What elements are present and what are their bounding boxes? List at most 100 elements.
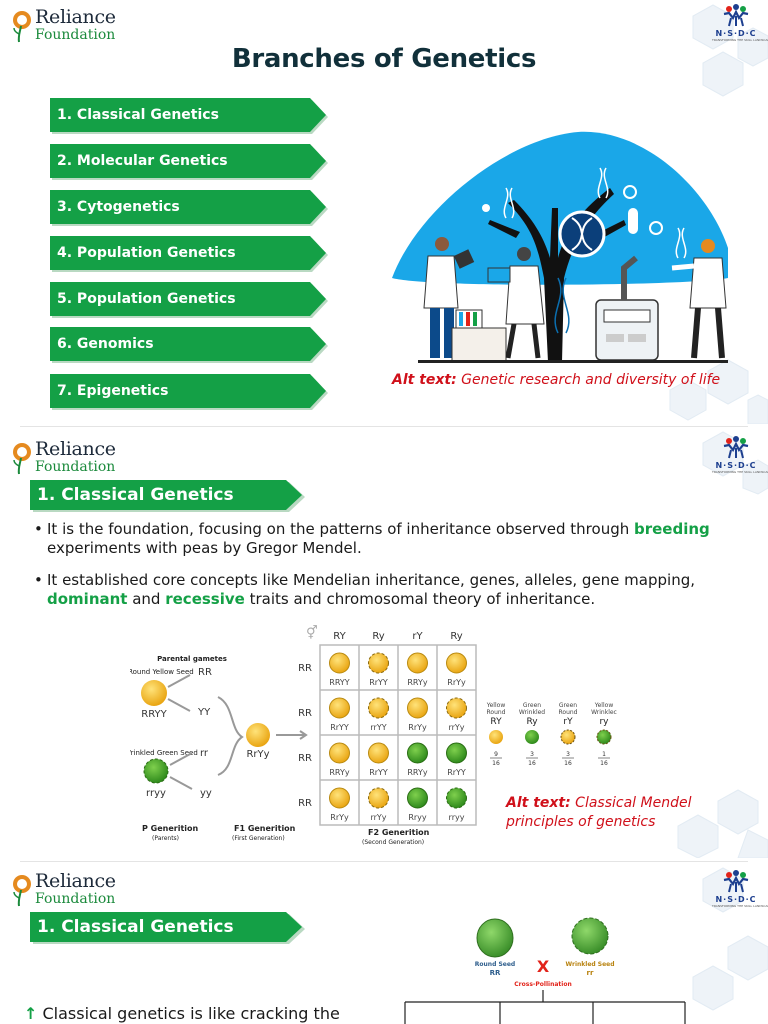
mendel-dihybrid-cross-diagram: Parental gametes Pure Round Yellow Seed …: [130, 625, 617, 846]
pure-green-label: Pure Wrinkled Green Seed: [130, 749, 198, 757]
round-seed-code: RR: [490, 969, 501, 977]
legend-ratio-denominator: 16: [528, 760, 536, 767]
round-seed-label: Round Seed: [475, 961, 515, 968]
brand-name-line1: Reliance: [35, 870, 116, 892]
punnett-cell-genotype: rryy: [449, 813, 465, 822]
intro-text: ↑ Classical genetics is like cracking th…: [24, 1004, 340, 1023]
cross-pollination-label: Cross-Pollination: [514, 981, 571, 988]
brand-name-line1: Reliance: [35, 6, 116, 28]
wrinkled-seed-icon: [571, 917, 609, 955]
legend-seed-icon: [489, 730, 503, 744]
nsdc-logo: N·S·D·C TRANSFORMING THE SKILL LANDSCAPE: [712, 870, 768, 914]
punnett-column-label: RY: [333, 631, 346, 642]
brand-name-line2: Foundation: [35, 459, 116, 475]
pea-seed-icon: [368, 652, 389, 674]
punnett-cell-genotype: RrYY: [369, 768, 388, 777]
gamete-label: RR: [198, 667, 212, 678]
keyword: breeding: [634, 520, 710, 538]
alt-text-label: Alt text:: [392, 372, 457, 388]
brand-name-line2: Foundation: [35, 891, 116, 907]
reliance-foundation-logo: Reliance Foundation: [10, 438, 120, 478]
branch-label: 4. Population Genetics: [50, 236, 326, 270]
punnett-row-label: RR: [298, 753, 312, 764]
punnett-cell-genotype: Rryy: [408, 813, 427, 822]
nsdc-tagline: TRANSFORMING THE SKILL LANDSCAPE: [712, 38, 768, 42]
alt-text-caption: Alt text: Genetic research and diversity…: [392, 372, 720, 388]
yellow-seed-icon: [141, 680, 167, 706]
reliance-foundation-logo: Reliance Foundation: [10, 870, 120, 910]
legend-code: RY: [490, 717, 502, 727]
round-seed-icon: [476, 918, 514, 958]
branch-label: 1. Classical Genetics: [50, 98, 326, 132]
slide-classical-genetics: Reliance Foundation N·S·D·C TRANSFORMING…: [0, 430, 768, 858]
punnett-cell-genotype: RrYy: [330, 813, 349, 822]
reliance-foundation-logo: Reliance Foundation: [10, 6, 120, 46]
gamete-label: rr: [200, 748, 209, 759]
pea-seed-icon: [329, 652, 350, 674]
branch-label: 3. Cytogenetics: [50, 190, 326, 224]
legend-name: Round: [559, 709, 578, 716]
punnett-cell-genotype: RrYY: [369, 678, 388, 687]
nsdc-people-icon: [723, 4, 749, 27]
reliance-flame-icon: [13, 11, 31, 43]
punnett-cell-genotype: rrYY: [370, 723, 386, 732]
alt-text-label: Alt text:: [506, 795, 571, 811]
nsdc-text: N·S·D·C: [715, 461, 757, 470]
punnett-row-label: RR: [298, 708, 312, 719]
punnett-cell-genotype: RRYy: [329, 768, 349, 777]
punnett-cell-genotype: RRYy: [407, 678, 427, 687]
punnett-row-label: RR: [298, 663, 312, 674]
f1-generation-label: F1 Generition: [234, 824, 296, 833]
section-heading: 1. Classical Genetics: [30, 912, 306, 944]
keyword: dominant: [47, 590, 128, 608]
slide-branches-of-genetics: Reliance Foundation N·S·D·C TRANSFORMING…: [0, 0, 768, 424]
up-arrow-icon: ↑: [24, 1004, 38, 1023]
f1-seed-icon: [246, 723, 270, 747]
punnett-cell-genotype: RRYy: [407, 768, 427, 777]
punnett-column-label: rY: [412, 631, 423, 642]
legend-code: Ry: [526, 717, 538, 727]
pea-seed-icon: [407, 697, 428, 719]
cross-symbol: X: [537, 957, 550, 976]
legend-ratio-numerator: 3: [566, 751, 570, 758]
gamete-label: YY: [197, 707, 211, 718]
branch-item-5: 5. Population Genetics: [50, 282, 328, 318]
f2-generation-sub: (Second Generation): [362, 839, 424, 846]
punnett-cell-genotype: RrYy: [408, 723, 427, 732]
punnett-cell-genotype: RRYY: [329, 678, 349, 687]
legend-code: ry: [599, 717, 609, 727]
legend-name: Round: [487, 709, 506, 716]
bullet-item: It is the foundation, focusing on the pa…: [34, 520, 724, 558]
bullet-item: It established core concepts like Mendel…: [34, 571, 724, 609]
pea-seed-icon: [407, 742, 428, 764]
pure-yellow-label: Pure Round Yellow Seed: [130, 668, 194, 676]
punnett-column-label: Ry: [450, 631, 462, 642]
f1-genotype: RrYy: [246, 749, 269, 760]
legend-name: Green: [559, 702, 577, 709]
p-generation-label: P Generition: [142, 824, 199, 833]
branch-item-6: 6. Genomics: [50, 327, 328, 363]
p2-genotype: rryy: [146, 788, 166, 799]
punnett-cell-genotype: rrYy: [370, 813, 386, 822]
pea-seed-icon: [446, 697, 467, 719]
green-seed-icon: [143, 758, 169, 784]
brand-name-line2: Foundation: [35, 27, 116, 43]
section-heading: 1. Classical Genetics: [30, 480, 306, 512]
branch-item-3: 3. Cytogenetics: [50, 190, 328, 226]
branch-item-7: 7. Epigenetics: [50, 374, 328, 410]
reliance-flame-icon: [13, 443, 31, 475]
branch-label: 2. Molecular Genetics: [50, 144, 326, 178]
legend-name: Yellow: [486, 702, 506, 709]
nsdc-tagline: TRANSFORMING THE SKILL LANDSCAPE: [712, 904, 768, 908]
genetics-research-illustration: [392, 131, 728, 363]
keyword: recessive: [165, 590, 245, 608]
nsdc-people-icon: [723, 870, 749, 893]
alt-text-caption: Alt text: Classical Mendel principles of…: [506, 794, 691, 832]
p1-genotype: RRYY: [141, 709, 167, 720]
bullet-list: It is the foundation, focusing on the pa…: [34, 520, 724, 622]
legend-ratio-numerator: 9: [494, 751, 498, 758]
legend-code: rY: [563, 717, 573, 727]
section-heading-label: 1. Classical Genetics: [30, 912, 302, 942]
legend-ratio-denominator: 16: [492, 760, 500, 767]
nsdc-people-icon: [723, 436, 749, 459]
